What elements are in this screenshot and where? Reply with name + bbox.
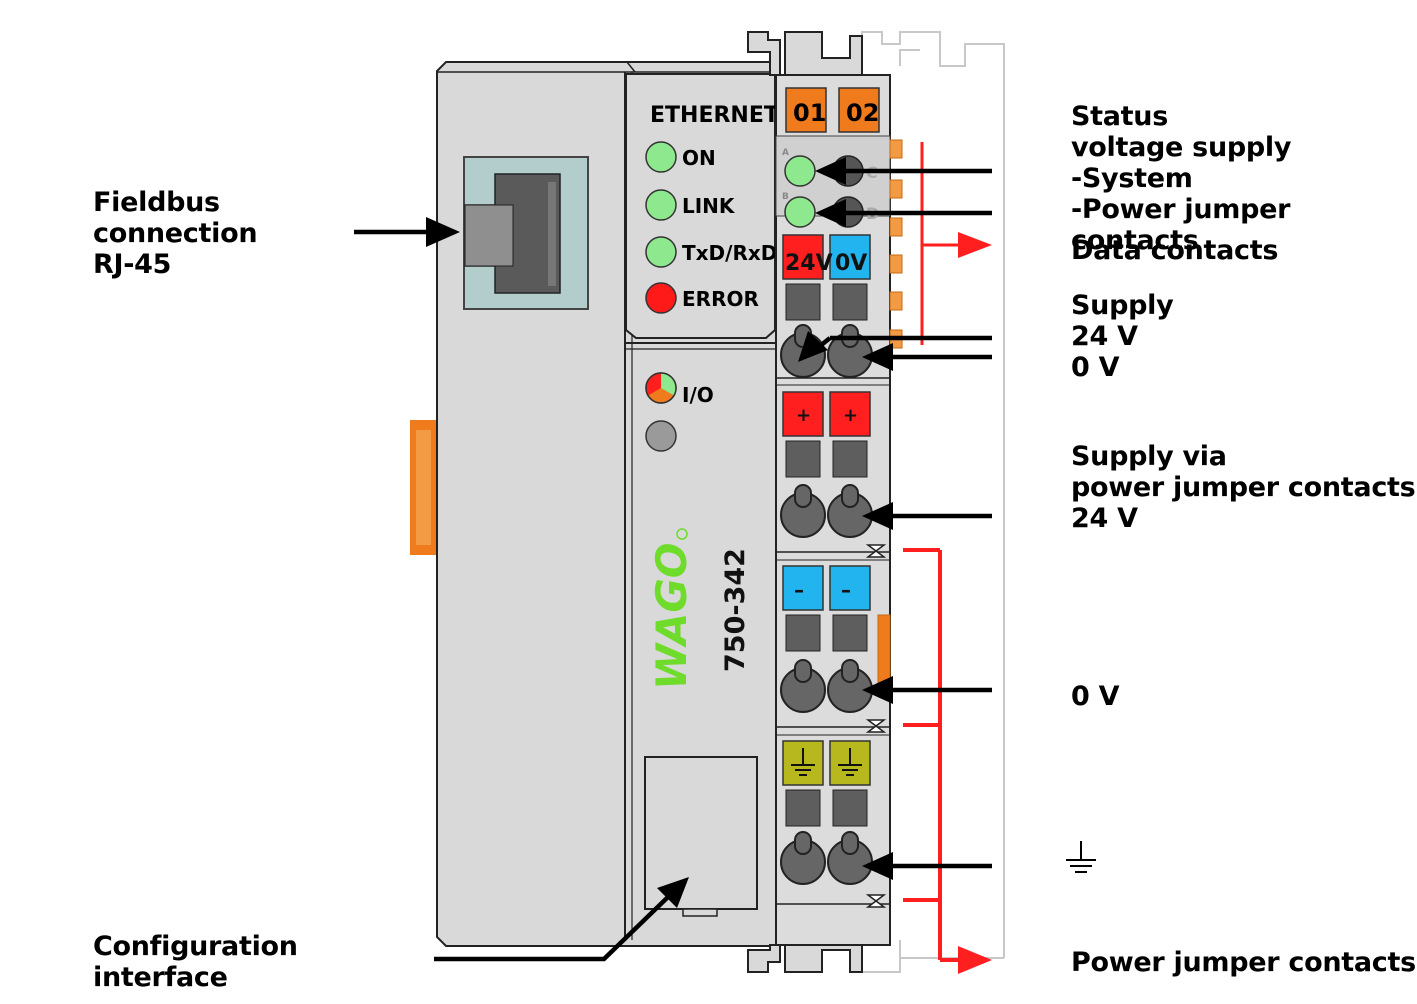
push-button[interactable]: [832, 789, 868, 827]
led-on-indicator: [645, 141, 677, 173]
jumper-knots: [865, 544, 887, 908]
ground-tags: [782, 740, 871, 786]
led-txdrxd-label: TxD/RxD: [682, 241, 777, 265]
label-configuration: Configuration interface: [93, 931, 298, 993]
letter-b: B: [782, 192, 789, 202]
model-number: 750-342: [720, 548, 751, 672]
label-power-jumper: Power jumper contacts: [1071, 947, 1416, 978]
led-txdrxd-indicator: [645, 236, 677, 268]
svg-text:WAGO: WAGO: [647, 542, 696, 690]
wire-clamp-slot: [841, 484, 859, 508]
tab-01: 01: [793, 99, 826, 127]
tab-02: 02: [846, 99, 879, 127]
label-status: Status voltage supply -System -Power jum…: [1071, 101, 1292, 256]
wire-clamps: [780, 283, 873, 885]
plus-tags: + +: [782, 391, 871, 437]
tag-0v: 0V: [835, 251, 867, 276]
wire-clamp-slot: [794, 659, 812, 683]
label-fieldbus: Fieldbus connection RJ-45: [93, 187, 258, 280]
wire-clamp-slot: [841, 659, 859, 683]
latch-bottom: [747, 944, 863, 973]
supply-tags: 24V 0V: [782, 234, 871, 280]
label-zero-v: 0 V: [1071, 681, 1120, 712]
letter-a: A: [782, 148, 789, 158]
io-spare-led: [645, 420, 677, 452]
ground-symbol: [1066, 841, 1096, 873]
data-contacts-arrowhead: [958, 232, 992, 258]
label-supply-via: Supply via power jumper contacts 24 V: [1071, 441, 1416, 534]
minus-2: –: [841, 578, 851, 602]
push-button[interactable]: [785, 283, 821, 321]
tag-24v: 24V: [785, 251, 833, 276]
power-jumper-arrowhead: [958, 946, 992, 974]
power-jumper-lines: [903, 548, 960, 962]
label-data-contacts: Data contacts: [1071, 235, 1279, 266]
push-button[interactable]: [785, 614, 821, 652]
led-error-label: ERROR: [682, 287, 759, 311]
ethernet-header: ETHERNET: [650, 103, 779, 128]
wago-logo: WAGO: [647, 542, 696, 690]
plus-2: +: [843, 405, 858, 426]
io-led: I/O: [645, 372, 714, 407]
led-link-indicator: [645, 189, 677, 221]
io-label: I/O: [682, 383, 714, 407]
label-supply: Supply 24 V 0 V: [1071, 290, 1174, 383]
push-button[interactable]: [832, 440, 868, 478]
pointer-arrowheads: [426, 157, 893, 908]
data-contacts-lines: [920, 142, 960, 345]
minus-1: –: [794, 578, 804, 602]
push-button[interactable]: [832, 283, 868, 321]
latch-top: [747, 31, 863, 76]
svg-text:750-342: 750-342: [720, 548, 751, 672]
rj45-port[interactable]: [463, 156, 589, 310]
push-button[interactable]: [832, 614, 868, 652]
led-link-label: LINK: [682, 194, 736, 218]
led-panel: ETHERNET: [625, 73, 779, 350]
pointer-arrows: [354, 168, 992, 962]
minus-tags: – –: [782, 565, 871, 611]
status-leds: ON LINK TxD/RxD ERROR: [645, 141, 777, 314]
push-button[interactable]: [785, 440, 821, 478]
led-on-label: ON: [682, 146, 716, 170]
plus-1: +: [796, 405, 811, 426]
push-button[interactable]: [785, 789, 821, 827]
wire-clamp-slot: [841, 831, 859, 855]
config-interface-cover[interactable]: [644, 756, 758, 917]
wire-clamp-slot: [794, 484, 812, 508]
address-tabs: 01 02: [785, 87, 880, 133]
led-error-indicator: [645, 282, 677, 314]
wire-clamp-slot: [794, 831, 812, 855]
registered-mark: [676, 528, 688, 540]
